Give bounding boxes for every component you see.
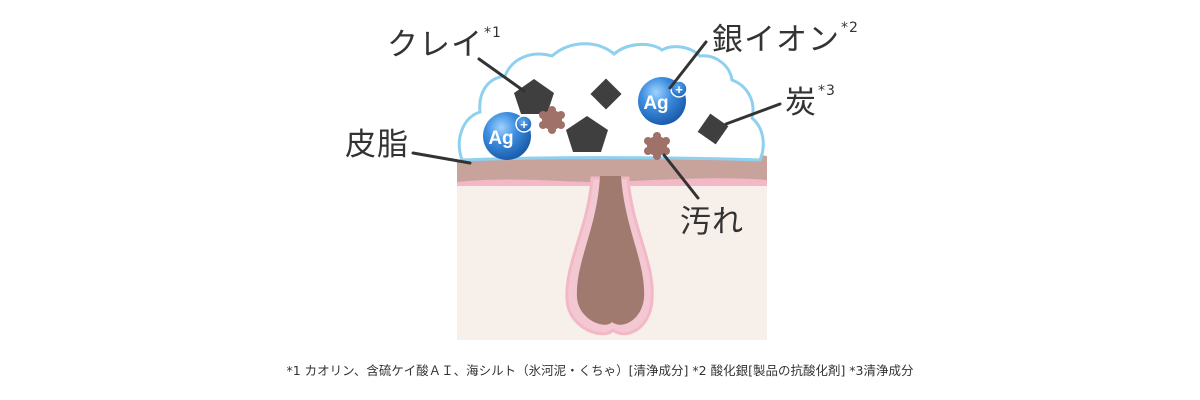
charcoal-footnote-mark: *3 bbox=[818, 83, 836, 99]
dirt-particle-1 bbox=[539, 106, 565, 134]
clay-particle-pentagon-2 bbox=[566, 116, 608, 152]
dirt-label-text: 汚れ bbox=[680, 204, 744, 240]
clay-label-text: クレイ bbox=[387, 27, 483, 63]
clay-particle-pentagon-1 bbox=[514, 79, 554, 114]
charcoal-leader-line bbox=[724, 102, 782, 126]
hair-shaft bbox=[576, 176, 645, 325]
skin-block bbox=[457, 153, 767, 340]
ion-charge: + bbox=[675, 82, 683, 97]
silver-ion-label: 銀イオン*2 bbox=[712, 21, 859, 58]
silver-ion-2: Ag + bbox=[638, 77, 688, 125]
ion-symbol: Ag bbox=[643, 93, 668, 114]
dirt-leader-line bbox=[662, 153, 700, 200]
charcoal-label: 炭*3 bbox=[785, 84, 836, 121]
ion-symbol: Ag bbox=[488, 128, 513, 149]
charcoal-particle-2 bbox=[697, 113, 729, 145]
silver-ion-label-text: 銀イオン bbox=[712, 22, 840, 58]
clay-label: クレイ*1 bbox=[387, 26, 502, 63]
charcoal-label-text: 炭 bbox=[785, 85, 817, 121]
clay-leader-line bbox=[477, 57, 526, 93]
clay-footnote-mark: *1 bbox=[484, 25, 502, 41]
silver-ion-leader-line bbox=[668, 40, 708, 90]
silver-ion-1: Ag + bbox=[483, 112, 533, 160]
ion-charge: + bbox=[520, 117, 528, 132]
sebum-label-text: 皮脂 bbox=[345, 127, 409, 163]
dirt-label: 汚れ bbox=[680, 207, 744, 238]
footnote: *1 カオリン、含硫ケイ酸ＡＩ、海シルト（氷河泥・くちゃ）[清浄成分] *2 酸… bbox=[286, 363, 914, 378]
sebum-label: 皮脂 bbox=[345, 130, 409, 161]
silver-ion-footnote-mark: *2 bbox=[841, 20, 859, 36]
sebum-layer bbox=[457, 153, 767, 183]
dirt-particle-2 bbox=[644, 132, 670, 160]
sebum-leader-line bbox=[411, 151, 472, 165]
